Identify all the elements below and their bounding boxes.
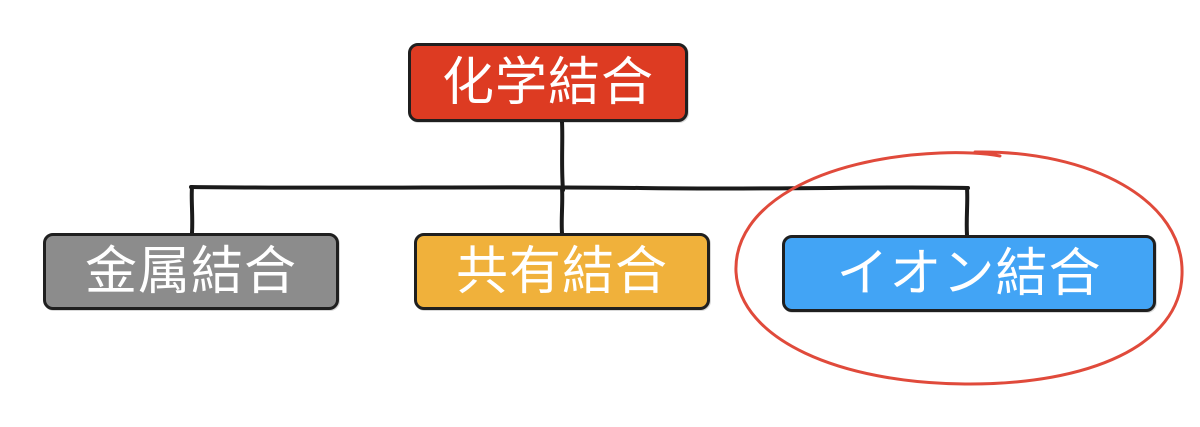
child-node-covalent-bond: 共有結合: [414, 233, 710, 310]
connector-horizontal-bar: [189, 185, 970, 191]
connector-drop-metal: [189, 185, 195, 235]
root-node-chemical-bond: 化学結合: [408, 43, 688, 122]
highlight-circle: [734, 150, 1184, 386]
connector-trunk: [560, 120, 565, 192]
connector-drop-covalent: [559, 186, 565, 235]
ionic-bond-label: イオン結合: [836, 243, 1102, 304]
covalent-bond-label: 共有結合: [455, 241, 668, 302]
metallic-bond-label: 金属結合: [84, 241, 297, 302]
connector-drop-ionic: [964, 186, 970, 237]
root-node-label: 化学結合: [441, 52, 654, 113]
child-node-metallic-bond: 金属結合: [43, 233, 339, 310]
child-node-ionic-bond: イオン結合: [782, 235, 1156, 312]
